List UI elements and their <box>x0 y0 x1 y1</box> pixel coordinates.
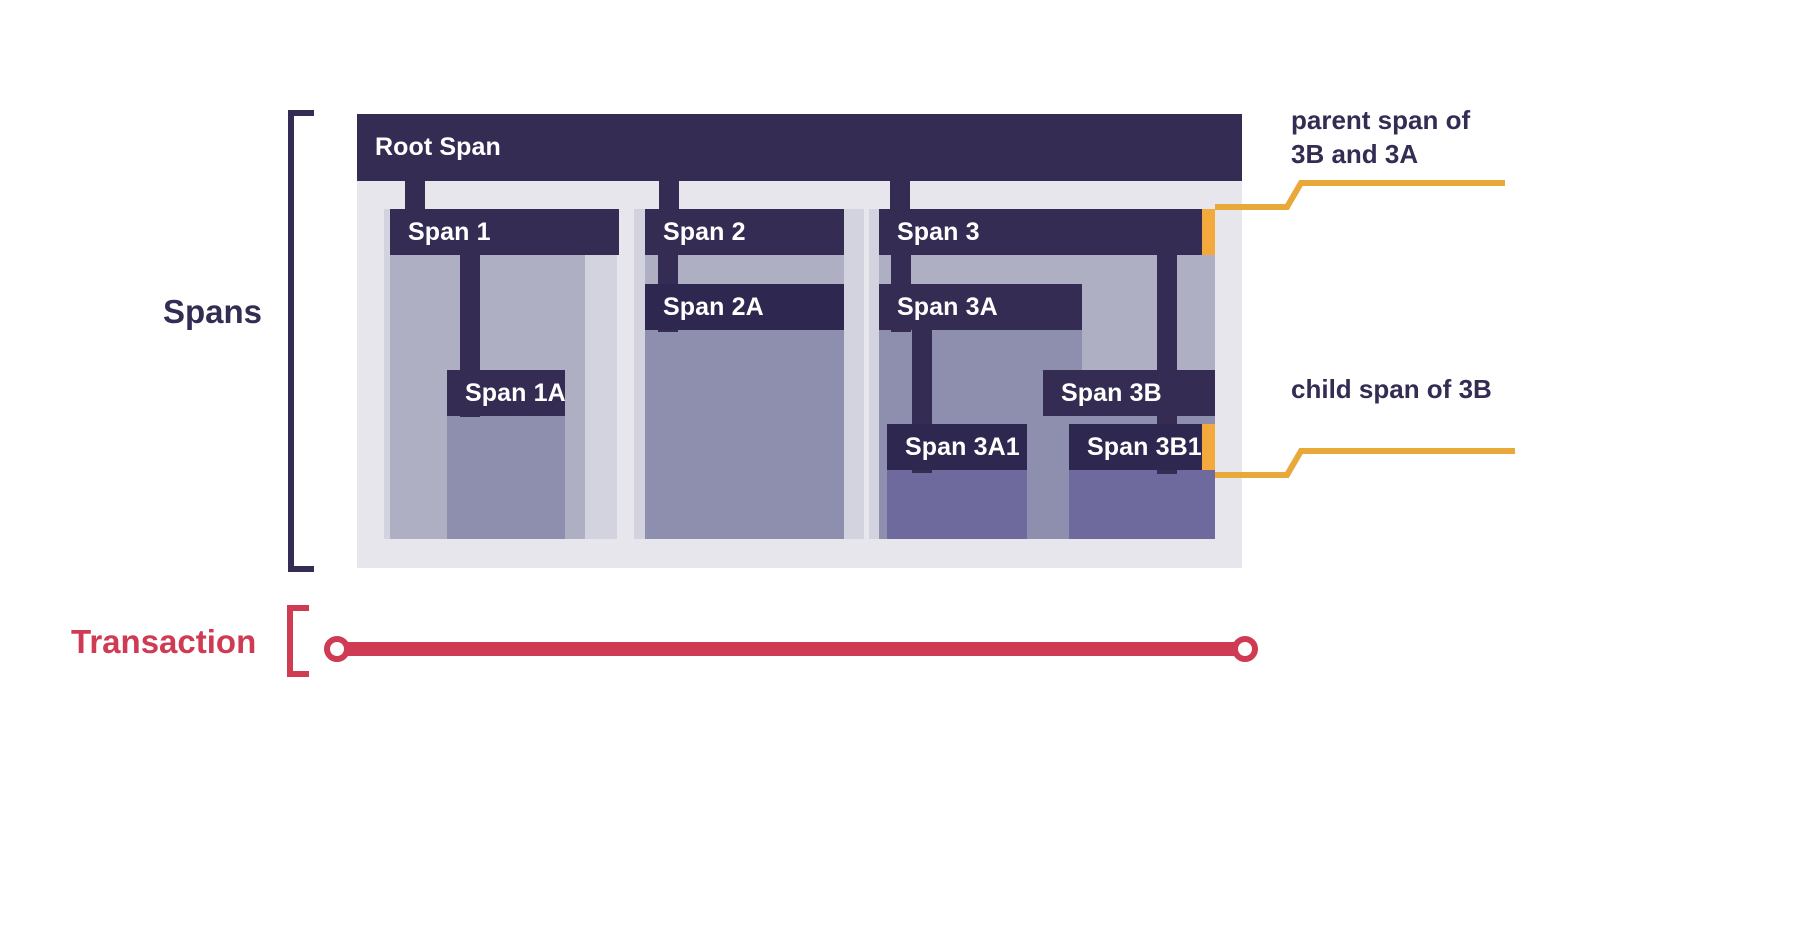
callout-line-child-span <box>1215 448 1515 478</box>
span-label-span-3b1: Span 3B1 <box>1087 432 1202 461</box>
span-bar-span-1a[interactable]: Span 1A <box>447 370 566 416</box>
span-bar-span-3b1[interactable]: Span 3B1 <box>1069 424 1215 470</box>
span-bar-span-2a[interactable]: Span 2A <box>645 284 844 330</box>
span-bar-span-1[interactable]: Span 1 <box>390 209 619 255</box>
transaction-end-dot[interactable] <box>1232 636 1258 662</box>
lane-span-3b1 <box>1069 470 1215 539</box>
span-label-root: Root Span <box>375 133 501 161</box>
connector-root-to-span3 <box>890 174 910 216</box>
transaction-start-dot[interactable] <box>324 636 350 662</box>
span-bar-root[interactable]: Root Span <box>357 114 1242 181</box>
span-label-span-2: Span 2 <box>663 217 746 246</box>
transaction-label: Transaction <box>71 623 257 660</box>
span-bar-span-3b[interactable]: Span 3B <box>1043 370 1215 416</box>
connector-span3-to-span3b <box>1157 254 1177 374</box>
highlight-marker-child-span[interactable] <box>1202 424 1215 470</box>
lane-span-3a1 <box>887 470 1027 539</box>
lane-span-1a <box>447 416 565 539</box>
span-label-span-1: Span 1 <box>408 217 491 246</box>
callout-text-child-span: child span of 3B <box>1291 374 1492 404</box>
spans-label: Spans <box>163 293 263 330</box>
span-label-span-3b: Span 3B <box>1061 378 1162 407</box>
highlight-marker-parent-span[interactable] <box>1202 209 1215 255</box>
connector-root-to-span1 <box>405 174 425 216</box>
transaction-bar[interactable] <box>338 642 1248 656</box>
span-label-span-1a: Span 1A <box>465 378 566 407</box>
span-tree: Root Span Span 1 Span 1A Span 2 Span 2A … <box>357 114 1242 568</box>
span-label-span-3a1: Span 3A1 <box>905 432 1020 461</box>
span-label-span-2a: Span 2A <box>663 292 764 321</box>
callout-line-parent-span <box>1215 180 1505 210</box>
lane-span-2a <box>645 330 844 539</box>
span-bar-span-2[interactable]: Span 2 <box>645 209 844 255</box>
span-bar-span-3[interactable]: Span 3 <box>879 209 1215 255</box>
span-bar-span-3a1[interactable]: Span 3A1 <box>887 424 1027 470</box>
transaction-bracket <box>287 605 309 677</box>
spans-bracket <box>288 110 314 572</box>
connector-root-to-span2 <box>659 174 679 216</box>
span-bar-span-3a[interactable]: Span 3A <box>879 284 1082 330</box>
callout-text-parent-span: parent span of 3B and 3A <box>1291 105 1471 170</box>
span-label-span-3a: Span 3A <box>897 292 998 321</box>
span-label-span-3: Span 3 <box>897 217 980 246</box>
